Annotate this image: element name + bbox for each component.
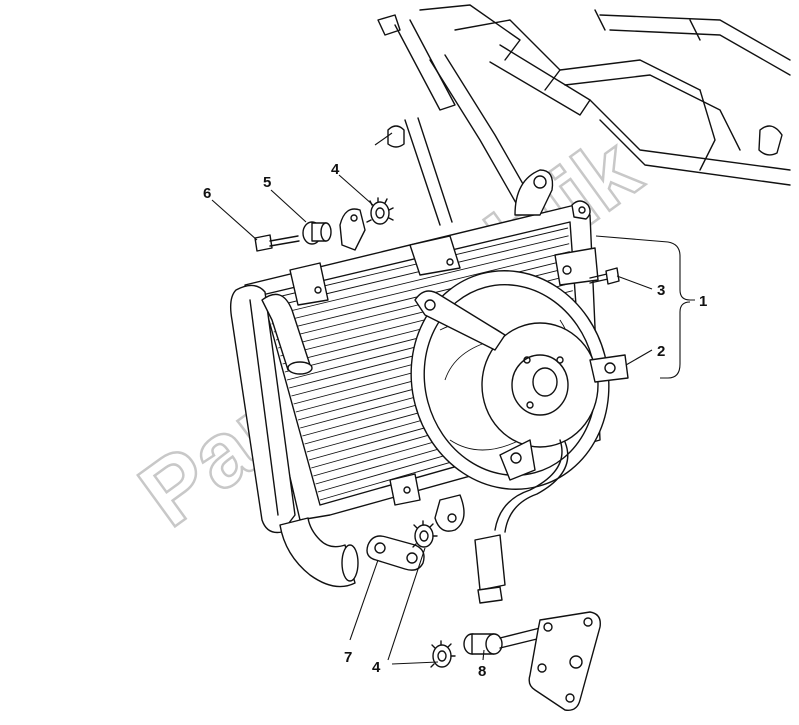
grommet-4-lower-b	[430, 640, 456, 668]
callout-5: 5	[263, 174, 271, 191]
grommet-4-lower-a	[412, 520, 438, 548]
bracket-7	[366, 535, 425, 571]
callout-8: 8	[478, 663, 486, 680]
callout-3: 3	[657, 282, 665, 299]
callout-4-bottom: 4	[372, 659, 381, 676]
mounting-plate	[528, 611, 601, 711]
callout-2: 2	[657, 343, 665, 360]
leader-lines	[211, 132, 695, 665]
cooling-fan	[410, 270, 629, 604]
bolt-6	[254, 234, 300, 252]
callout-4-top: 4	[331, 161, 340, 178]
callout-7: 7	[344, 649, 352, 666]
callout-1: 1	[699, 293, 707, 310]
callouts: 1 2 3 4 4 5 6 7 8	[203, 161, 707, 680]
frame-tubes	[377, 4, 791, 226]
callout-6: 6	[203, 185, 211, 202]
grommet-4-top	[366, 197, 394, 225]
spacer-5	[302, 221, 332, 245]
stud-8	[463, 627, 542, 655]
bolt-3	[589, 267, 620, 285]
